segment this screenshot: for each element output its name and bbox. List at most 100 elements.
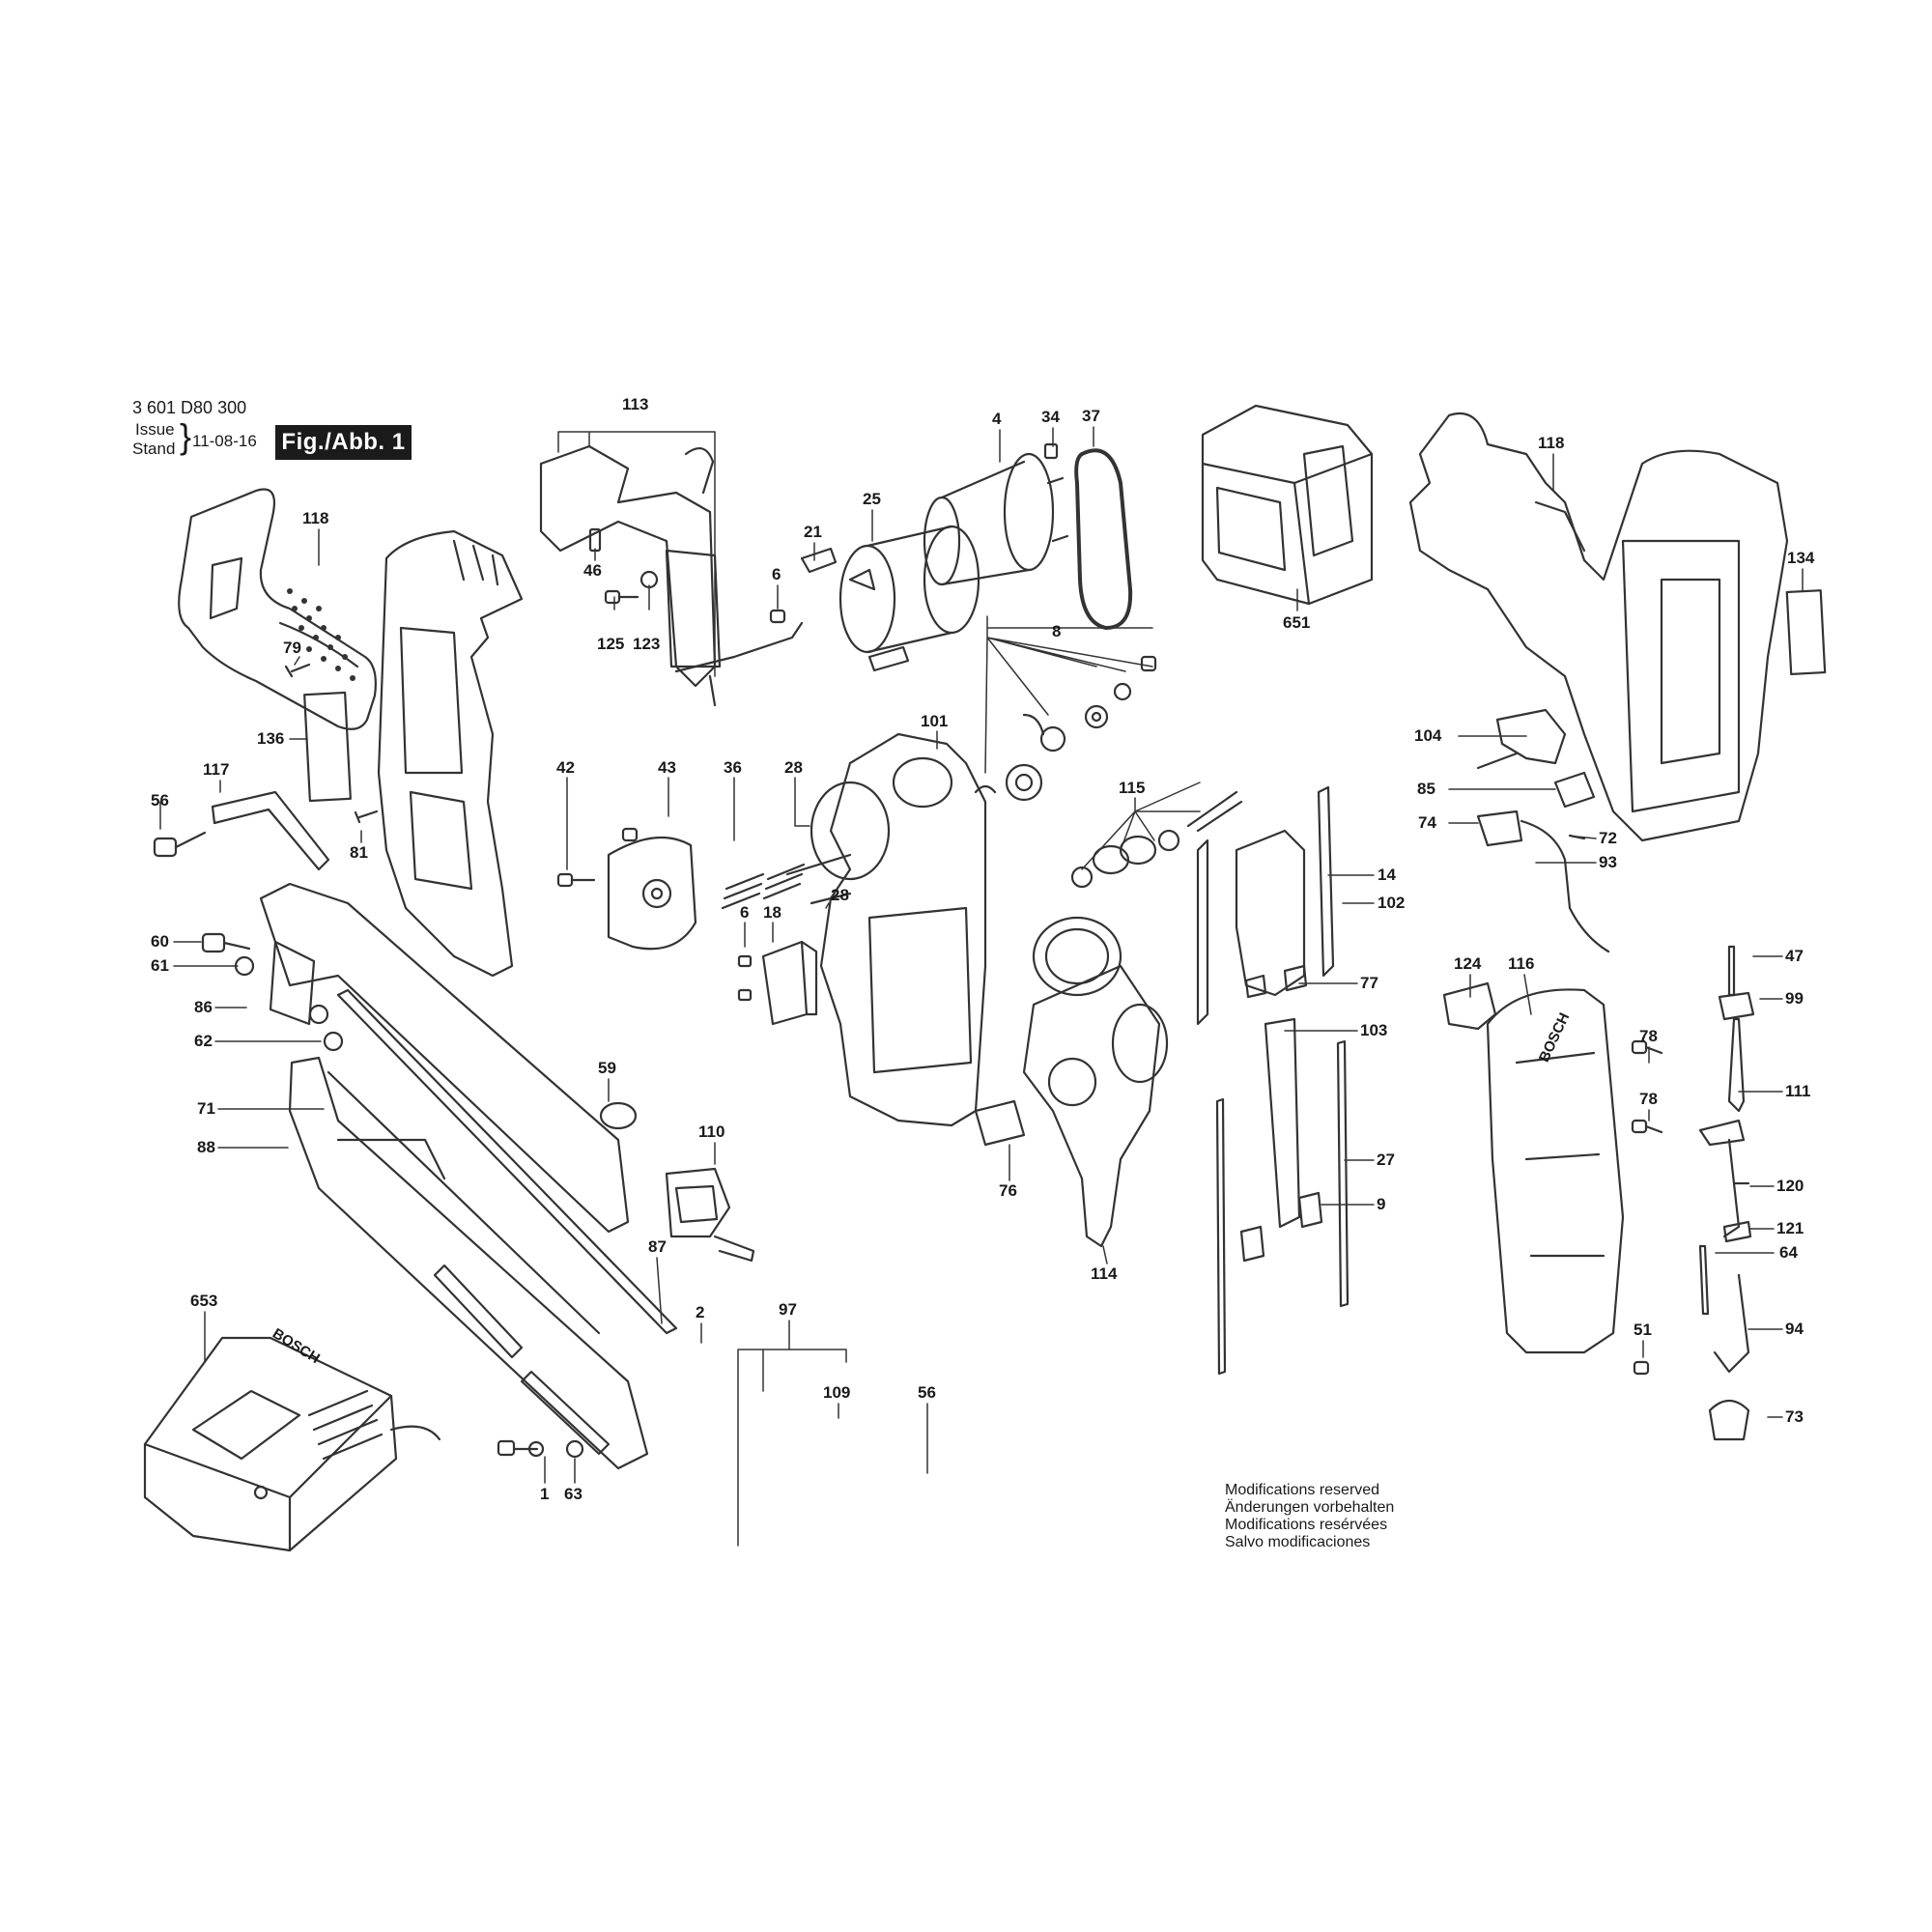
callout-73: 73 xyxy=(1785,1407,1804,1426)
electronics-module xyxy=(539,444,804,707)
callout-72: 72 xyxy=(1599,829,1617,847)
callout-111: 111 xyxy=(1785,1082,1811,1100)
callout-88: 88 xyxy=(197,1138,215,1156)
stand-label: Stand xyxy=(132,440,176,458)
note-es: Salvo modificaciones xyxy=(1225,1534,1371,1550)
callout-36: 36 xyxy=(724,758,742,777)
grip-texture xyxy=(287,588,355,681)
callout-115: 115 xyxy=(1119,779,1146,797)
note-de: Änderungen vorbehalten xyxy=(1225,1499,1395,1516)
screw-81 xyxy=(354,810,379,824)
screw-1 xyxy=(497,1439,539,1457)
callout-25: 25 xyxy=(863,490,881,508)
callout-6-top: 6 xyxy=(772,565,781,583)
pin-72 xyxy=(1568,834,1586,840)
label-plate-136 xyxy=(303,691,352,803)
motor-4 xyxy=(923,452,1069,586)
callout-101: 101 xyxy=(921,712,949,730)
callout-42: 42 xyxy=(556,758,575,777)
callout-87: 87 xyxy=(648,1237,667,1256)
callout-64: 64 xyxy=(1779,1243,1798,1262)
gear-housing-101 xyxy=(785,732,987,1127)
callout-28-top: 28 xyxy=(784,758,803,777)
bracket-21 xyxy=(800,547,838,574)
screw-125 xyxy=(604,589,639,605)
callout-99: 99 xyxy=(1785,989,1804,1008)
wire-93 xyxy=(1520,819,1610,953)
callout-134: 134 xyxy=(1787,549,1815,567)
callout-43: 43 xyxy=(658,758,676,777)
callout-14: 14 xyxy=(1378,866,1396,884)
callout-78-top: 78 xyxy=(1639,1027,1658,1045)
screw-60 xyxy=(201,932,251,953)
callout-116: 116 xyxy=(1508,954,1535,973)
stop-76 xyxy=(974,1099,1026,1147)
callout-97: 97 xyxy=(779,1300,797,1319)
callout-28-lower: 28 xyxy=(831,886,849,904)
callout-56-left: 56 xyxy=(151,791,169,810)
callout-93: 93 xyxy=(1599,853,1617,871)
callout-71: 71 xyxy=(197,1099,215,1118)
callout-102: 102 xyxy=(1378,894,1406,912)
callout-136: 136 xyxy=(257,729,285,748)
callout-62: 62 xyxy=(194,1032,213,1050)
callout-78-bottom: 78 xyxy=(1639,1090,1658,1108)
roller-59 xyxy=(599,1101,638,1130)
screw-6-top xyxy=(769,609,786,624)
springs-36 xyxy=(721,863,806,910)
issue-brace: } xyxy=(180,416,192,456)
callout-114: 114 xyxy=(1091,1264,1118,1283)
callout-121: 121 xyxy=(1776,1219,1804,1237)
clip-85 xyxy=(1553,771,1596,809)
magazine-rail xyxy=(259,882,678,1335)
callout-125: 125 xyxy=(597,635,625,653)
washer-63b xyxy=(527,1440,545,1458)
callout-117: 117 xyxy=(203,760,230,779)
callout-2: 2 xyxy=(696,1303,705,1321)
callout-18: 18 xyxy=(763,903,781,922)
roller-set-115 xyxy=(1070,790,1243,889)
spring-clip-74 xyxy=(1476,810,1523,847)
callout-9: 9 xyxy=(1377,1195,1386,1213)
callout-60: 60 xyxy=(151,932,169,951)
battery-pack xyxy=(1201,404,1374,606)
callout-4: 4 xyxy=(992,410,1002,428)
switch-110 xyxy=(665,1167,755,1263)
callout-51: 51 xyxy=(1634,1321,1652,1339)
callout-46: 46 xyxy=(583,561,602,580)
washer-62a xyxy=(308,1004,329,1025)
hex-key-117 xyxy=(211,790,330,871)
callout-21: 21 xyxy=(804,523,822,541)
callout-110: 110 xyxy=(698,1122,725,1141)
callout-8: 8 xyxy=(1052,622,1062,640)
callout-63: 63 xyxy=(564,1485,582,1503)
callout-123: 123 xyxy=(633,635,661,653)
screw-43 xyxy=(621,827,639,842)
washer-61 xyxy=(234,955,255,977)
callout-109: 109 xyxy=(823,1383,851,1402)
note-fr: Modifications resérvées xyxy=(1225,1517,1388,1533)
screw-34 xyxy=(1043,442,1059,460)
callout-59: 59 xyxy=(598,1059,616,1077)
screw-51 xyxy=(1633,1360,1650,1376)
clip-124 xyxy=(1442,981,1497,1031)
callout-47: 47 xyxy=(1785,947,1804,965)
callout-79: 79 xyxy=(283,639,301,657)
housing-shell-right xyxy=(1408,412,1789,842)
issue-date: 11-08-16 xyxy=(192,432,257,450)
callout-74: 74 xyxy=(1418,813,1436,832)
spring-46 xyxy=(588,527,602,553)
clip-77 xyxy=(1283,964,1308,992)
washer-63 xyxy=(565,1439,584,1459)
label-plate-134 xyxy=(1785,589,1827,675)
callout-6-lower: 6 xyxy=(740,903,750,922)
callout-85: 85 xyxy=(1417,780,1435,798)
nosepiece-assembly xyxy=(288,1056,649,1470)
guide-plate-114 xyxy=(1022,916,1169,1248)
trigger-assembly-104 xyxy=(1476,708,1567,770)
callout-76: 76 xyxy=(999,1181,1017,1200)
modifications-note: Modifications reserved Änderungen vorbeh… xyxy=(1225,1482,1394,1551)
bearing-group-8 xyxy=(974,655,1157,802)
callout-77: 77 xyxy=(1360,974,1378,992)
